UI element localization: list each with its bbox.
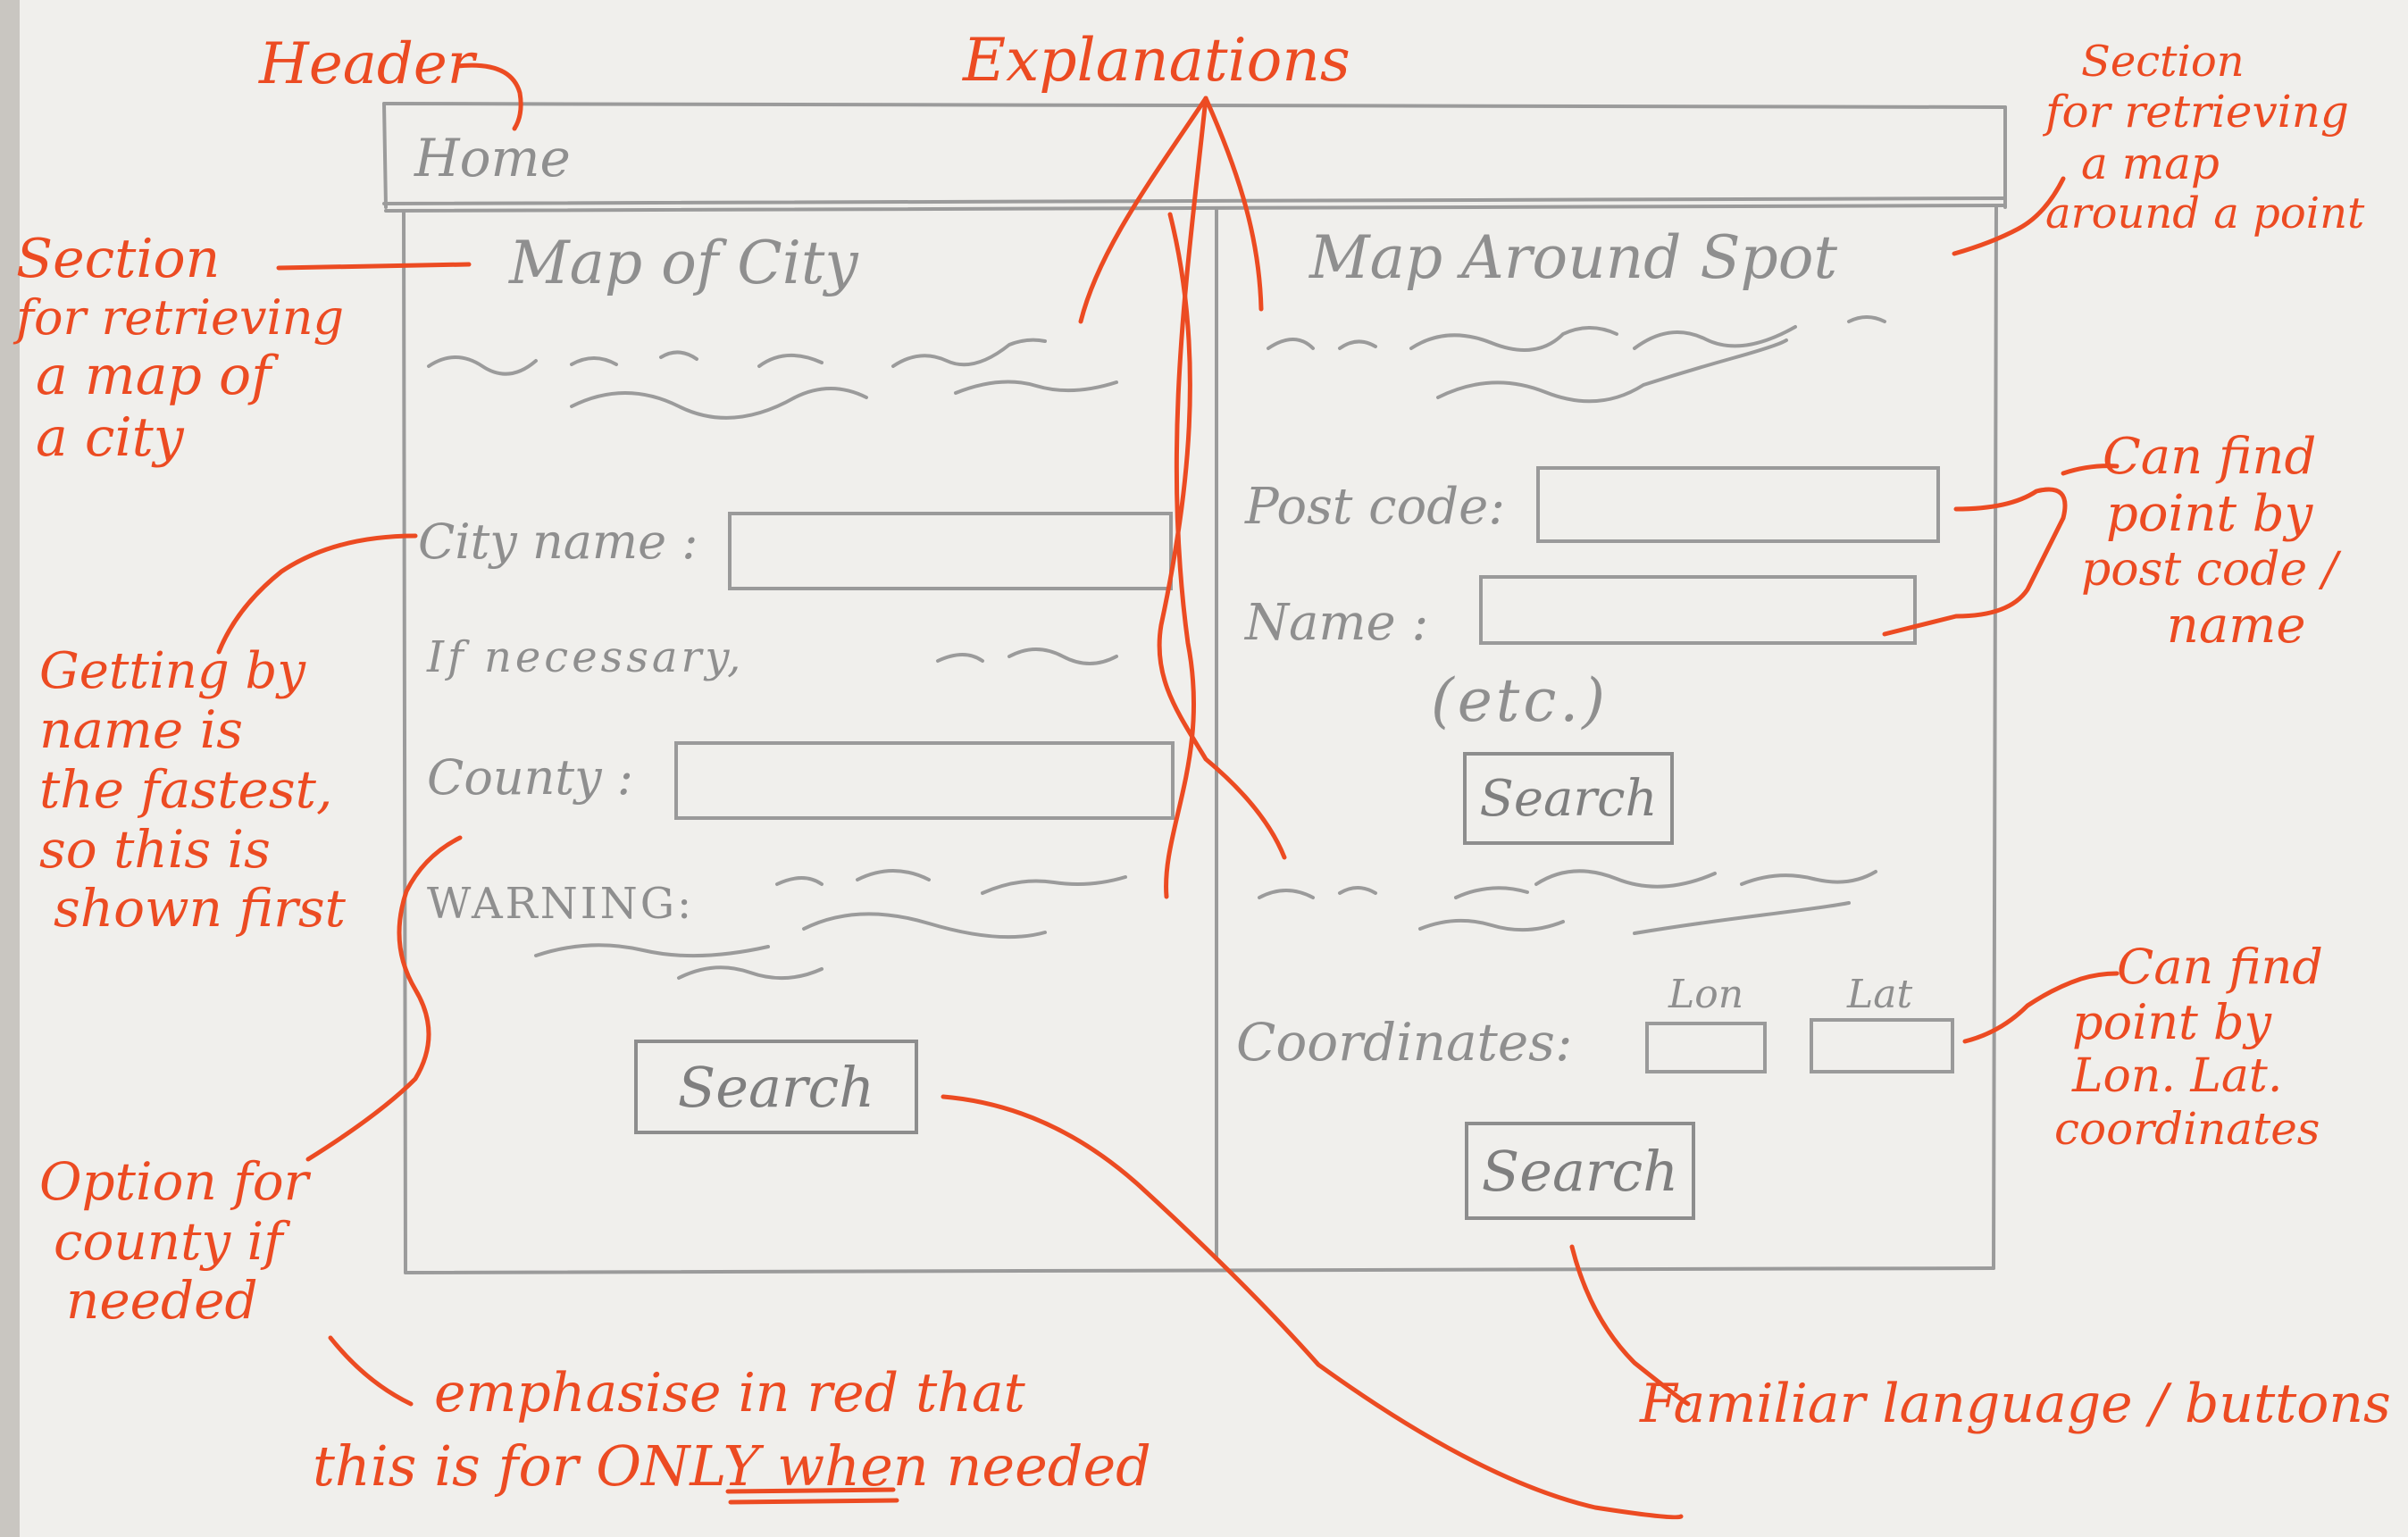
section-city-note: Section for retrieving a map of a city	[16, 229, 344, 469]
city-search-button[interactable]: Search	[634, 1040, 918, 1134]
section-point-note: Section for retrieving a map around a po…	[2045, 37, 2365, 239]
lat-input[interactable]	[1810, 1018, 1954, 1073]
coords-note: Can find point by Lon. Lat. coordinates	[2054, 939, 2323, 1155]
section-point-note-line: a map	[2081, 137, 2220, 189]
fastest-note: Getting by name is the fastest, so this …	[39, 642, 346, 939]
post-code-input[interactable]	[1536, 466, 1940, 543]
header-home-label: Home	[414, 128, 571, 188]
section-point-note-line: for retrieving	[2045, 86, 2349, 138]
coords-note-line: Lon. Lat.	[2072, 1049, 2283, 1104]
county-label: County :	[427, 749, 633, 806]
lon-label: Lon	[1668, 972, 1744, 1017]
county-note-line: county if	[54, 1210, 283, 1272]
name-input[interactable]	[1479, 575, 1917, 645]
section-point-note-line: Section	[2081, 37, 2245, 87]
etc-label: (etc.)	[1431, 666, 1610, 735]
lon-input[interactable]	[1645, 1022, 1767, 1073]
fastest-note-line: Getting by	[39, 642, 305, 700]
postcode-note-line: Can find	[2102, 428, 2317, 486]
emphasise-note-text: when needed	[759, 1433, 1151, 1499]
familiar-language-note: Familiar language / buttons	[1640, 1373, 2391, 1435]
lat-label: Lat	[1847, 972, 1913, 1017]
city-name-label: City name :	[418, 514, 698, 570]
coordinates-search-button[interactable]: Search	[1465, 1122, 1695, 1220]
postcode-note: Can find point by post code / name	[2081, 428, 2338, 655]
city-name-input[interactable]	[728, 512, 1173, 590]
section-city-note-line: for retrieving	[16, 289, 345, 346]
emphasise-note-line1: emphasise in red that	[434, 1362, 1025, 1424]
fastest-note-line: name is	[39, 699, 244, 761]
postcode-note-line: point by	[2105, 485, 2313, 544]
county-note-line: needed	[66, 1270, 258, 1332]
section-city-note-line: Section	[16, 228, 221, 290]
coords-note-line: coordinates	[2054, 1102, 2320, 1155]
explanations-annotation: Explanations	[963, 26, 1350, 95]
left-section-title: Map of City	[509, 229, 858, 297]
section-city-note-line: a map of	[36, 345, 272, 408]
point-search-button[interactable]: Search	[1463, 752, 1674, 845]
emphasise-note-line2: this is for ONLY when needed	[313, 1434, 1151, 1498]
section-city-note-line: a city	[36, 406, 184, 470]
post-code-label: Post code:	[1245, 478, 1506, 536]
emphasise-note-text: this is for	[313, 1433, 597, 1499]
name-label: Name :	[1245, 594, 1429, 652]
warning-label: WARNING:	[427, 879, 695, 929]
right-section-title: Map Around Spot	[1309, 223, 1838, 292]
if-necessary-label: If necessary,	[427, 632, 745, 682]
fastest-note-line: the fastest,	[39, 759, 333, 821]
coords-note-line: Can find	[2117, 939, 2323, 995]
county-note-line: Option for	[39, 1151, 309, 1212]
fastest-note-line: so this is	[39, 818, 271, 880]
postcode-note-line: post code /	[2081, 542, 2338, 597]
coords-note-line: point by	[2072, 994, 2272, 1051]
county-note: Option for county if needed	[39, 1152, 308, 1331]
coordinates-label: Coordinates:	[1236, 1012, 1573, 1073]
fastest-note-line: shown first	[54, 878, 346, 940]
emphasise-only-word: ONLY	[596, 1433, 760, 1499]
postcode-note-line: name	[2166, 596, 2306, 655]
section-point-note-line: around a point	[2045, 188, 2365, 239]
header-annotation: Header	[259, 31, 475, 97]
county-input[interactable]	[674, 741, 1175, 820]
